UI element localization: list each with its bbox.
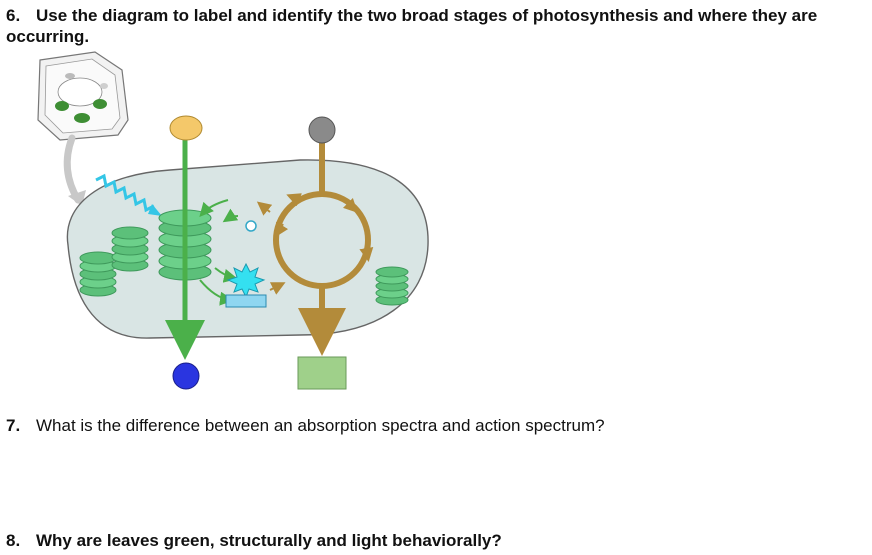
question-text: Why are leaves green, structurally and l… (36, 531, 502, 550)
question-6: 6.Use the diagram to label and identify … (6, 5, 870, 47)
input-circle-top-right (308, 116, 336, 144)
chloroplast-stroma (66, 159, 429, 339)
plant-cell-icon (37, 51, 129, 141)
photosynthesis-diagram (37, 51, 429, 390)
light-wave-icon (95, 173, 162, 216)
calvin-cycle-icon (256, 140, 374, 356)
question-7: 7. What is the difference between an abso… (6, 415, 605, 436)
question-number: 6. (6, 6, 21, 25)
question-text: What is the difference between an absorp… (36, 416, 605, 435)
thylakoid-stack-icon (79, 209, 409, 306)
output-box-bottom-right (297, 356, 347, 390)
output-circle-bottom-left (172, 362, 200, 390)
input-circle-top-left (169, 115, 203, 141)
question-text: Use the diagram to label and identify th… (6, 6, 818, 46)
question-8: 8. Why are leaves green, structurally and… (6, 530, 502, 551)
question-number: 8. (6, 531, 21, 550)
question-number: 7. (6, 416, 21, 435)
